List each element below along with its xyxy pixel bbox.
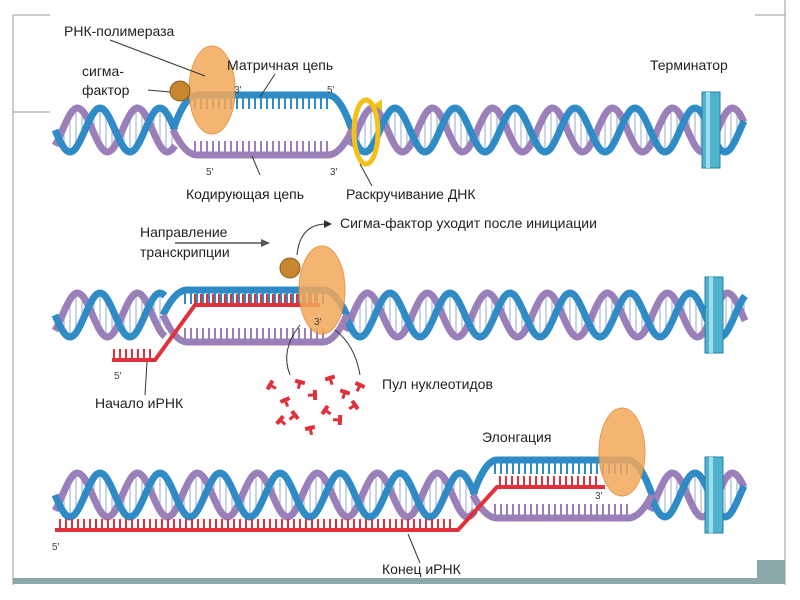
- nucleotide-icon: [304, 424, 316, 436]
- elongation-label: Элонгация: [482, 429, 552, 445]
- dna-row1-left-template-strand: [51, 104, 179, 156]
- unwinding-pointer: [359, 163, 373, 187]
- dna-row1-left-coding-strand: [51, 104, 178, 156]
- coding-strand-label: Кодирующая цепь: [186, 186, 305, 202]
- nucleotide-icon: [307, 389, 318, 401]
- nucleotide-icon: [324, 374, 336, 386]
- direction-label-line1: Направление: [140, 224, 228, 240]
- sigma-factor-label-line2: фактор: [82, 82, 130, 98]
- unwinding-arrowhead-icon: [374, 99, 382, 111]
- sigma-factor: [279, 257, 301, 279]
- direction-arrowhead-icon: [261, 239, 270, 247]
- rna-polymerase-label: РНК-полимераза: [64, 23, 175, 39]
- nucleotide-icon: [354, 381, 366, 393]
- dna-row2-left-template-strand: [51, 289, 168, 341]
- nucleotide-icon: [320, 404, 332, 416]
- dna-row3-left-coding-strand: [51, 469, 478, 521]
- sigma-pointer: [147, 89, 171, 93]
- nucleotide-icon: [265, 379, 277, 391]
- template-pointer: [259, 73, 276, 98]
- rna-polymerase: [298, 245, 346, 335]
- frame-corner-block: [757, 560, 785, 584]
- terminator-label: Терминатор: [650, 57, 728, 73]
- dna-row2-left-coding-strand: [51, 289, 168, 341]
- dna-row3-right-template-strand: [646, 469, 748, 521]
- dna-row3-bubble-coding-strand: [469, 493, 656, 522]
- end-mark-5: 5′: [206, 167, 214, 178]
- end-mark-5: 5′: [52, 542, 60, 553]
- terminator-highlight: [709, 457, 713, 533]
- end-mark-5: 5′: [327, 85, 335, 96]
- rna-polymerase: [598, 407, 646, 497]
- dna-row2-right-template-strand: [341, 289, 748, 341]
- terminator-highlight: [706, 92, 710, 168]
- dna-row1-bubble-template-strand: [169, 91, 356, 132]
- end-mark-5: 5′: [114, 371, 122, 382]
- unwinding-label: Раскручивание ДНК: [346, 186, 476, 202]
- end-mark-3: 3′: [234, 85, 242, 96]
- nucleotide-icon: [294, 378, 306, 390]
- mrna-end-label: Конец иРНК: [382, 561, 461, 577]
- dna-row3-bubble-template-strand: [469, 456, 656, 497]
- end-mark-3: 3′: [595, 491, 603, 502]
- sigma-leaves-label: Сигма-фактор уходит после инициации: [340, 215, 597, 231]
- terminator: [704, 276, 724, 354]
- mrna-end: [55, 485, 605, 532]
- nucleotide-icon: [275, 414, 287, 426]
- dna-row1-right-template-strand: [346, 104, 748, 156]
- unwinding-arrow-icon: [351, 97, 381, 167]
- template-strand-label: Матричная цепь: [227, 57, 334, 73]
- frame-bottom-bar: [13, 578, 785, 584]
- dna-row1-bubble-coding-strand: [169, 128, 356, 159]
- mrna-end-pointer: [407, 533, 421, 564]
- end-mark-3: 3′: [330, 167, 338, 178]
- end-mark-3: 3′: [314, 317, 322, 328]
- direction-label-line2: транскрипции: [140, 244, 230, 260]
- nucleotide-pool-label: Пул нуклеотидов: [382, 376, 493, 392]
- mrna-start-label: Начало иРНК: [95, 395, 184, 411]
- nucleotide-arrow: [286, 324, 301, 376]
- nucleotide-icon: [288, 409, 300, 421]
- dna-row1-right-coding-strand: [346, 104, 748, 156]
- dna-row3-right-coding-strand: [646, 469, 748, 521]
- polymerase-pointer: [109, 39, 206, 77]
- nucleotide-icon: [348, 399, 360, 411]
- terminator-highlight: [709, 277, 713, 353]
- coding-pointer: [251, 155, 261, 176]
- terminator: [701, 91, 721, 169]
- nucleotide-icon: [332, 414, 343, 426]
- nucleotide-icon: [279, 396, 291, 408]
- sigma-factor: [169, 80, 191, 102]
- dna-row2-bubble-coding-strand: [159, 313, 351, 346]
- sigma-factor-label-line1: сигма-: [82, 63, 124, 79]
- terminator: [704, 456, 724, 534]
- mrna-start: [112, 303, 320, 362]
- mrna-start-pointer: [144, 361, 148, 396]
- sigma-leaves-arrow: [296, 223, 326, 256]
- sigma-leaves-arrowhead-icon: [324, 220, 332, 228]
- dna-row3-left-template-strand: [51, 469, 479, 521]
- nucleotide-icon: [339, 388, 351, 400]
- nucleotide-arrow: [334, 329, 361, 376]
